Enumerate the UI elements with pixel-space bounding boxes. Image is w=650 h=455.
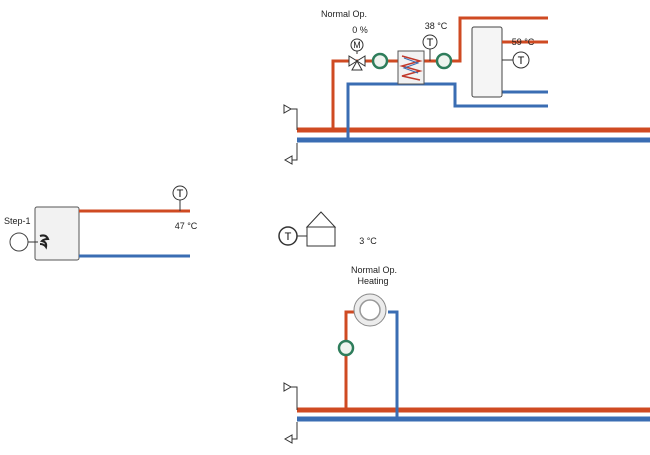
dhw-storage-tank[interactable] [471,26,503,98]
dhw-primary-pump-icon[interactable] [371,52,389,70]
valve-mode-label: Normal Op. [321,9,367,19]
valve-position-label: 0 % [352,25,368,35]
heating-mode-label: Normal Op. [351,265,397,275]
dhw-circuit: M Normal Op. 0 % T 38 °C [283,9,650,165]
stage-label: Step-1 [4,216,31,226]
svg-text:T: T [518,55,525,67]
outdoor-sensor: T [278,211,337,247]
heat-exchanger-icon [397,50,425,85]
heating-consumer-icon[interactable] [353,293,387,327]
flow-arrow-out-icon [283,422,298,444]
svg-text:T: T [177,188,184,200]
heat-source-unit[interactable]: Step-1 [4,206,190,261]
outdoor-temp-label: 3 °C [359,236,377,246]
svg-text:T: T [285,231,292,243]
mixing-valve[interactable] [348,50,366,71]
supply-temp-sensor-icon: T [422,34,438,61]
supply-temp-label: 38 °C [425,21,448,31]
heating-function-label: Heating [357,276,388,286]
flow-arrow-out-icon [283,143,298,165]
flow-arrow-in-icon [283,382,298,410]
tank-temp-sensor-icon: T [502,51,530,69]
boiler-flow-temp-label: 47 °C [175,221,198,231]
tank-temp-label: 59 °C [512,37,535,47]
heating-circuit: Normal Op. Heating [283,265,650,444]
burner-icon [9,232,50,252]
house-icon [305,211,337,247]
valve-motor-symbol: M [353,40,361,50]
dhw-charge-pump-icon[interactable] [435,52,453,70]
valve-motor-icon: M [350,38,364,52]
heating-circuit-pump-icon[interactable] [337,339,355,357]
flow-arrow-in-icon [283,104,298,130]
boiler-flow-sensor-icon: T [172,185,188,211]
svg-text:T: T [427,37,434,49]
